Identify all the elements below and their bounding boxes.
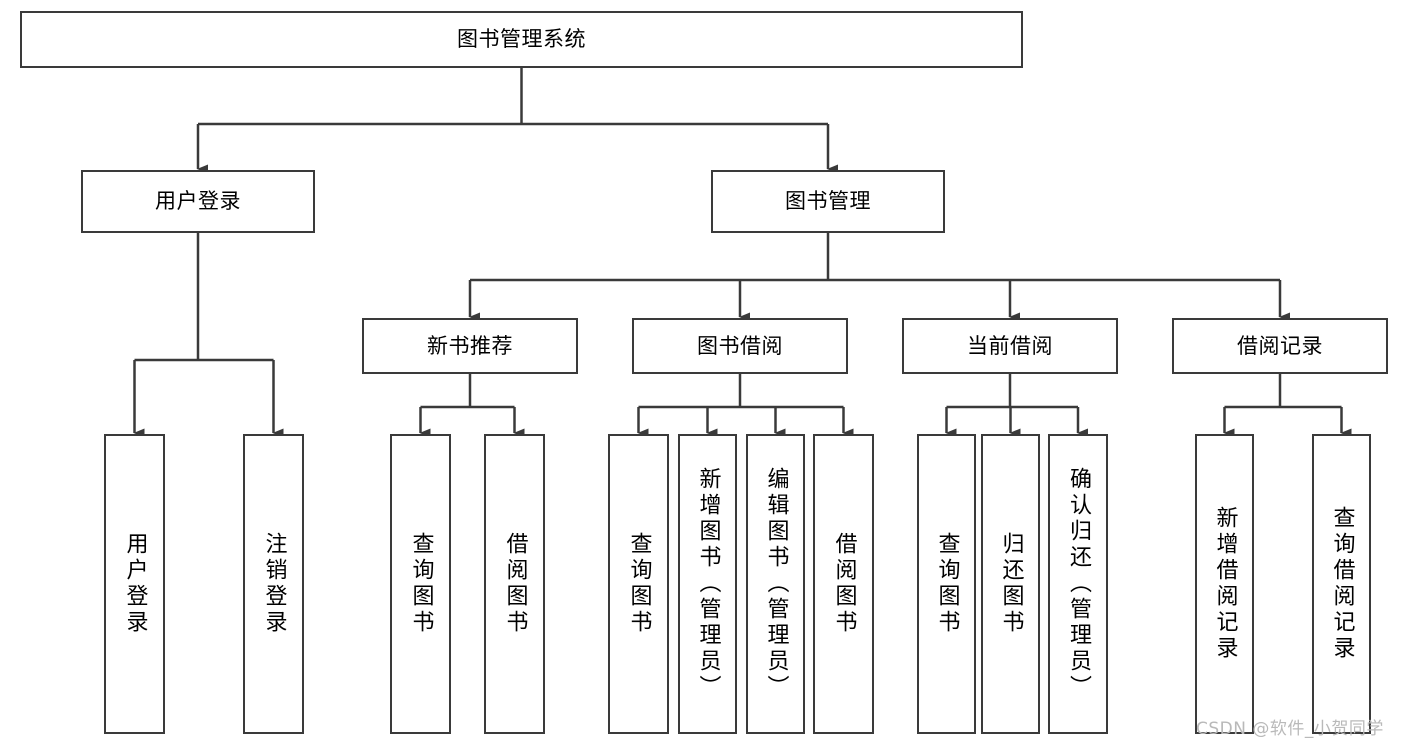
node-label-current-borrow: 当前借阅	[967, 333, 1053, 358]
node-leaf-add-book-admin[interactable]: 新增图书（管理员）	[678, 434, 737, 734]
node-book-borrow[interactable]: 图书借阅	[632, 318, 848, 374]
node-label-leaf-edit-book-admin: 编辑图书（管理员）	[763, 467, 789, 701]
node-label-leaf-query-book-current: 查询图书	[934, 532, 960, 636]
node-borrow-record[interactable]: 借阅记录	[1172, 318, 1388, 374]
node-leaf-add-borrow-record[interactable]: 新增借阅记录	[1195, 434, 1254, 734]
node-root[interactable]: 图书管理系统	[20, 11, 1023, 68]
node-leaf-borrow-book-rec[interactable]: 借阅图书	[484, 434, 545, 734]
node-label-leaf-borrow-book: 借阅图书	[831, 532, 857, 636]
node-leaf-confirm-return-admin[interactable]: 确认归还（管理员）	[1048, 434, 1108, 734]
node-label-leaf-logout: 注销登录	[261, 532, 287, 636]
connector-group	[133, 68, 1352, 438]
node-leaf-query-book-current[interactable]: 查询图书	[917, 434, 976, 734]
node-label-borrow-record: 借阅记录	[1237, 333, 1323, 358]
node-label-book-manage: 图书管理	[785, 189, 871, 214]
node-leaf-return-book[interactable]: 归还图书	[981, 434, 1040, 734]
node-leaf-logout[interactable]: 注销登录	[243, 434, 304, 734]
node-label-leaf-user-login: 用户登录	[122, 532, 148, 636]
node-label-leaf-return-book: 归还图书	[998, 532, 1024, 636]
node-new-book-recommend[interactable]: 新书推荐	[362, 318, 578, 374]
node-label-leaf-add-book-admin: 新增图书（管理员）	[695, 467, 721, 701]
node-label-leaf-confirm-return-admin: 确认归还（管理员）	[1066, 467, 1091, 701]
node-label-root: 图书管理系统	[457, 27, 586, 52]
node-book-manage[interactable]: 图书管理	[711, 170, 945, 233]
node-leaf-borrow-book[interactable]: 借阅图书	[813, 434, 874, 734]
node-label-book-borrow: 图书借阅	[697, 333, 783, 358]
node-user-login[interactable]: 用户登录	[81, 170, 315, 233]
node-leaf-query-book-borrow[interactable]: 查询图书	[608, 434, 669, 734]
node-label-leaf-query-borrow-record: 查询借阅记录	[1329, 506, 1355, 662]
node-label-leaf-query-book-rec: 查询图书	[408, 532, 434, 636]
node-leaf-query-borrow-record[interactable]: 查询借阅记录	[1312, 434, 1371, 734]
node-current-borrow[interactable]: 当前借阅	[902, 318, 1118, 374]
node-leaf-edit-book-admin[interactable]: 编辑图书（管理员）	[746, 434, 805, 734]
node-label-user-login: 用户登录	[155, 189, 241, 214]
node-leaf-user-login[interactable]: 用户登录	[104, 434, 165, 734]
watermark-text: CSDN @软件_小贺同学	[1196, 719, 1384, 739]
node-label-leaf-add-borrow-record: 新增借阅记录	[1212, 506, 1238, 662]
node-label-leaf-query-book-borrow: 查询图书	[626, 532, 652, 636]
node-label-leaf-borrow-book-rec: 借阅图书	[502, 532, 528, 636]
node-leaf-query-book-rec[interactable]: 查询图书	[390, 434, 451, 734]
node-label-new-book-recommend: 新书推荐	[427, 333, 513, 358]
